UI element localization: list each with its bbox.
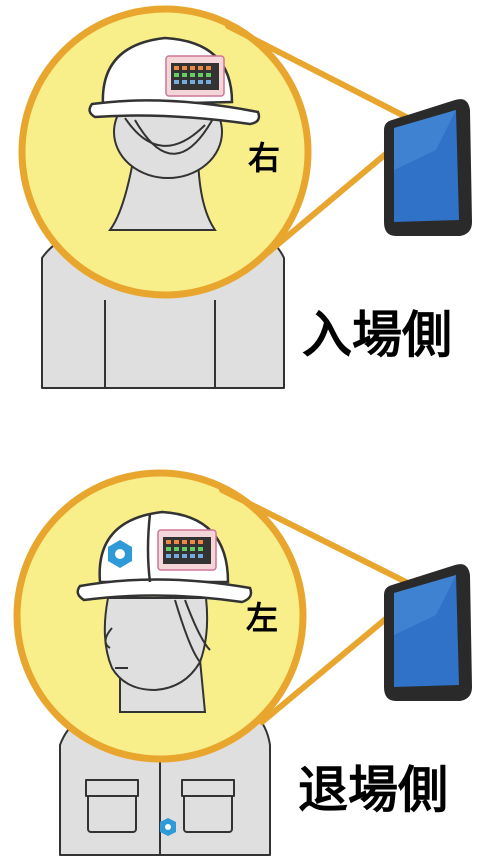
side-label-exit: 左 — [246, 599, 279, 637]
id-card-icon — [165, 55, 225, 97]
panel-entry — [18, 5, 472, 389]
helmet-brim — [88, 99, 261, 126]
right-pocket-flap — [181, 779, 235, 797]
helmet-rib — [146, 513, 152, 583]
chin-strap-front — [174, 599, 211, 663]
worker-back-seam — [104, 300, 216, 388]
tablet-device-icon — [384, 99, 472, 236]
helmet-logo-badge-icon — [108, 540, 132, 568]
nose — [104, 627, 113, 649]
caption-entry: 入場側 — [302, 306, 452, 364]
tablet-device-icon — [384, 564, 472, 701]
side-label-entry: 右 — [248, 139, 281, 177]
left-pocket-flap — [85, 779, 139, 797]
panel-exit — [13, 469, 472, 856]
chin-strap — [124, 114, 216, 155]
pocket-logo-badge-icon — [160, 818, 176, 836]
worker-head-front — [103, 597, 211, 713]
caption-exit: 退場側 — [298, 761, 448, 819]
id-card-icon — [157, 529, 217, 571]
helmet-brim-front — [76, 578, 253, 604]
